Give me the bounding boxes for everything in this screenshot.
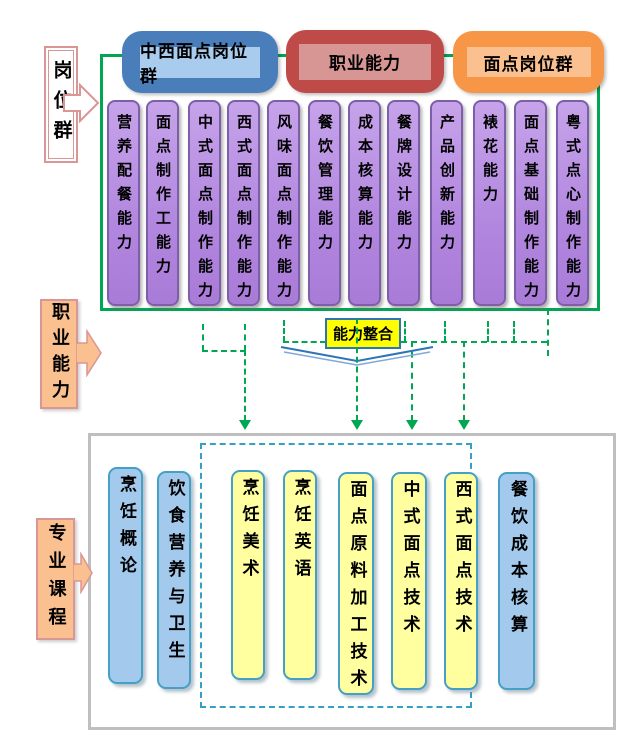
ability-pill-text: 产品创新能力 — [438, 114, 456, 258]
dashed-line — [487, 321, 489, 342]
professional-courses-side-label: 专业课程 — [36, 518, 75, 640]
down-arrowhead-icon — [351, 420, 363, 430]
course-pill-text: 中式面点技术 — [399, 480, 420, 642]
course-pill-text: 西式面点技术 — [451, 480, 472, 642]
course-pill: 烹饪英语 — [283, 470, 317, 680]
dashed-line — [444, 321, 446, 342]
ability-pill: 中式面点制作能力 — [188, 100, 221, 306]
ability-pill: 餐牌设计能力 — [387, 100, 420, 306]
ability-pill-text: 营养配餐能力 — [115, 114, 133, 258]
ability-pill-text: 中式面点制作能力 — [196, 114, 214, 306]
vocational-ability-side-label-text: 职业能力 — [49, 302, 70, 406]
ability-pill: 裱花能力 — [473, 100, 506, 306]
ability-pill-text: 粤式点心制作能力 — [564, 114, 582, 306]
dashed-line — [401, 341, 547, 343]
course-pill-text: 餐饮成本核算 — [507, 480, 527, 642]
header-pastry-post-group-text: 面点岗位群 — [466, 47, 591, 77]
dashed-line — [244, 350, 246, 421]
ability-pill-text: 餐牌设计能力 — [395, 114, 413, 258]
ability-pill-text: 风味面点制作能力 — [275, 114, 293, 306]
post-group-arrow-icon — [63, 83, 100, 123]
dashed-line — [513, 321, 515, 342]
header-pastry-post-group: 面点岗位群 — [453, 31, 604, 93]
post-group-side-label-text: 岗位群 — [50, 59, 73, 150]
ability-pill-text: 裱花能力 — [481, 114, 499, 210]
ability-pill: 成本核算能力 — [348, 100, 381, 306]
dashed-line — [463, 341, 465, 421]
dashed-line — [202, 350, 246, 352]
dashed-line — [283, 341, 326, 343]
header-vocational-ability-text: 职业能力 — [299, 43, 431, 80]
course-pill-text: 烹饪概论 — [116, 475, 136, 583]
dashed-line — [202, 324, 204, 351]
vocational-ability-side-label: 职业能力 — [40, 299, 78, 409]
ability-pill: 面点制作工能力 — [146, 100, 179, 306]
professional-courses-arrow-icon — [73, 552, 93, 594]
ability-pill: 粤式点心制作能力 — [556, 100, 589, 306]
ability-pill: 餐饮管理能力 — [308, 100, 341, 306]
ability-pill: 西式面点制作能力 — [227, 100, 260, 306]
down-arrowhead-icon — [239, 420, 251, 430]
course-pill-text: 烹饪美术 — [238, 478, 259, 586]
course-pill-text: 饮食营养与卫生 — [164, 479, 185, 668]
dashed-line — [356, 318, 358, 421]
ability-pill-text: 西式面点制作能力 — [235, 114, 253, 306]
dashed-line — [283, 320, 285, 342]
dashed-line — [411, 341, 413, 421]
course-pill: 烹饪概论 — [108, 467, 143, 684]
vocational-ability-arrow-icon — [76, 329, 102, 377]
header-west-chinese-pastry-post-group: 中西面点岗位群 — [122, 31, 278, 93]
course-pill: 烹饪美术 — [231, 470, 265, 680]
course-pill: 面点原料加工技术 — [338, 472, 374, 696]
ability-pill-text: 餐饮管理能力 — [316, 114, 334, 258]
down-arrowhead-icon — [406, 420, 418, 430]
dashed-line — [404, 321, 406, 342]
dashed-line — [547, 309, 549, 356]
course-pill-text: 烹饪英语 — [290, 478, 311, 586]
ability-pill-text: 面点基础制作能力 — [522, 114, 540, 306]
course-pill: 饮食营养与卫生 — [157, 471, 191, 689]
header-vocational-ability: 职业能力 — [286, 30, 444, 93]
ability-pill: 风味面点制作能力 — [267, 100, 300, 306]
down-arrowhead-icon — [458, 420, 470, 430]
course-pill: 西式面点技术 — [444, 472, 478, 690]
ability-pill: 面点基础制作能力 — [514, 100, 547, 306]
integration-box: 能力整合 — [325, 318, 401, 349]
ability-pill: 营养配餐能力 — [107, 100, 140, 306]
dashed-line — [244, 324, 246, 351]
header-west-chinese-pastry-post-group-text: 中西面点岗位群 — [140, 42, 260, 87]
course-pill-text: 面点原料加工技术 — [346, 480, 367, 696]
ability-pill: 产品创新能力 — [430, 100, 463, 306]
course-pill: 中式面点技术 — [391, 472, 427, 690]
ability-pill-text: 面点制作工能力 — [154, 114, 172, 282]
ability-pill-text: 成本核算能力 — [356, 114, 374, 258]
course-pill: 餐饮成本核算 — [498, 472, 535, 690]
integration-box-text: 能力整合 — [332, 325, 393, 343]
professional-courses-side-label-text: 专业课程 — [45, 523, 67, 635]
